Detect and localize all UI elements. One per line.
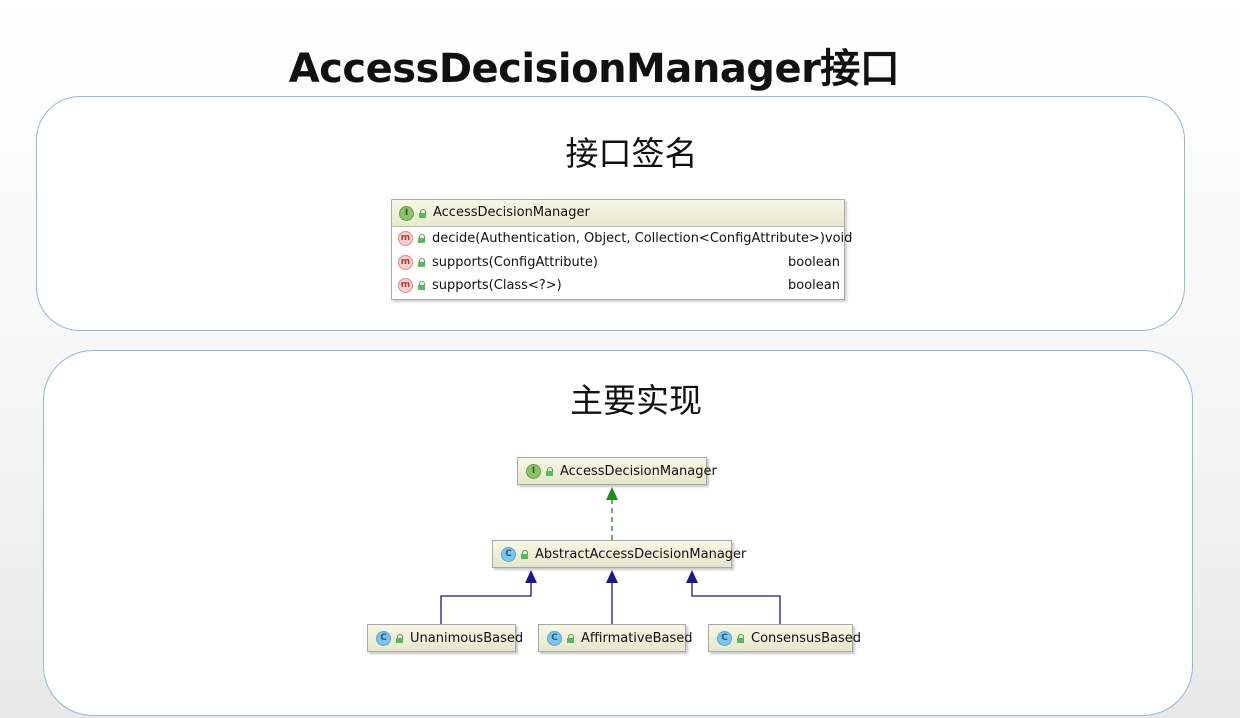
node-label: ConsensusBased: [751, 630, 861, 646]
interface-header: I AccessDecisionManager: [392, 200, 844, 227]
implementation-heading: 主要实现: [570, 381, 702, 420]
node-affirmative-based: C AffirmativeBased: [538, 624, 693, 652]
interface-icon: I: [399, 205, 414, 221]
class-icon: C: [547, 630, 562, 646]
node-label: AbstractAccessDecisionManager: [535, 546, 747, 562]
public-lock-icon: [418, 257, 425, 267]
method-signature: supports(Class<?>): [432, 278, 562, 294]
node-abstract-access-decision-manager: C AbstractAccessDecisionManager: [492, 540, 746, 568]
method-row: m supports(ConfigAttribute) boolean: [392, 251, 844, 275]
node-consensus-based: C ConsensusBased: [708, 624, 861, 652]
interface-signature-table: I AccessDecisionManager m decide(Authent…: [391, 199, 852, 300]
node-label: AffirmativeBased: [581, 630, 693, 646]
class-icon: C: [717, 630, 732, 646]
method-return-type: boolean: [788, 278, 840, 294]
public-lock-icon: [419, 208, 426, 218]
public-lock-icon: [418, 281, 425, 291]
method-icon: m: [398, 278, 413, 294]
public-lock-icon: [521, 549, 528, 559]
method-row: m supports(Class<?>) boolean: [392, 274, 844, 298]
public-lock-icon: [546, 466, 553, 476]
page-title: AccessDecisionManager接口: [288, 46, 900, 92]
method-return-type: boolean: [788, 254, 840, 270]
node-label: UnanimousBased: [410, 630, 524, 646]
public-lock-icon: [737, 633, 744, 643]
method-return-type: void: [824, 231, 853, 247]
method-icon: m: [398, 254, 413, 270]
method-icon: m: [398, 231, 413, 247]
interface-icon: I: [526, 463, 541, 479]
method-signature: decide(Authentication, Object, Collectio…: [432, 231, 825, 247]
method-signature: supports(ConfigAttribute): [432, 254, 598, 270]
signature-heading: 接口签名: [565, 134, 698, 173]
public-lock-icon: [418, 234, 425, 244]
method-row: m decide(Authentication, Object, Collect…: [392, 227, 852, 251]
implementation-panel: 主要实现: [43, 350, 1193, 716]
node-label: AccessDecisionManager: [560, 463, 717, 479]
class-icon: C: [376, 630, 391, 646]
class-icon: C: [501, 546, 516, 562]
node-unanimous-based: C UnanimousBased: [367, 624, 523, 652]
node-access-decision-manager: I AccessDecisionManager: [517, 457, 717, 485]
interface-name: AccessDecisionManager: [433, 205, 590, 220]
public-lock-icon: [396, 633, 403, 643]
public-lock-icon: [567, 633, 574, 643]
